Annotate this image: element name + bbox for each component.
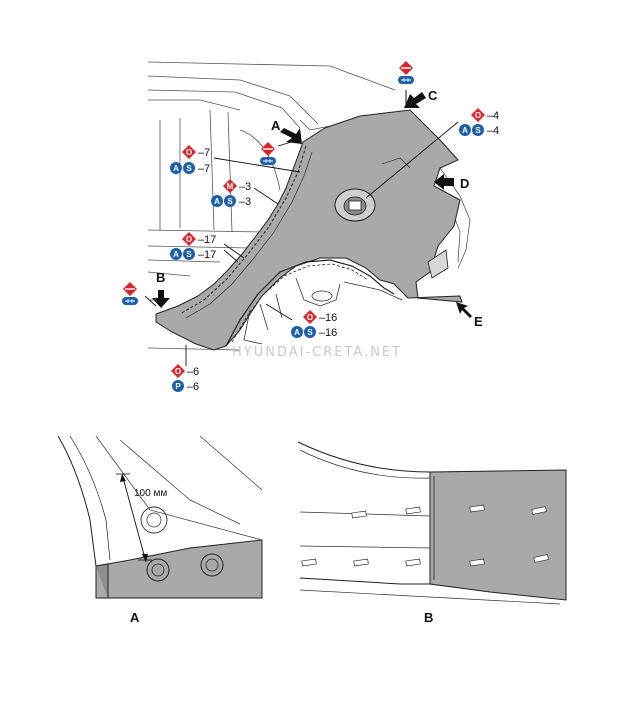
svg-text:S: S: [227, 197, 233, 206]
svg-text:–: –: [319, 312, 326, 324]
svg-text:A: A: [462, 126, 468, 135]
svg-text:O: O: [186, 148, 192, 157]
view-label-d: D: [460, 176, 469, 191]
detail-label-b: B: [424, 610, 433, 625]
callout-16: O –16 A S –16: [291, 310, 337, 339]
callout-4: O –4 A S –4: [459, 108, 499, 137]
svg-text:–: –: [239, 196, 246, 208]
leader-lines: [144, 121, 459, 366]
svg-text:–: –: [198, 249, 205, 261]
view-label-a: A: [271, 118, 281, 133]
svg-text:17: 17: [204, 249, 216, 261]
svg-text:–: –: [319, 327, 326, 339]
svg-text:17: 17: [204, 234, 216, 246]
svg-text:16: 16: [325, 312, 337, 324]
svg-text:O: O: [475, 111, 481, 120]
callout-17: O –17 A S –17: [170, 232, 216, 261]
svg-text:O: O: [186, 235, 192, 244]
svg-text:–: –: [187, 366, 194, 378]
svg-text:S: S: [186, 250, 192, 259]
quarter-panel: [155, 109, 463, 351]
svg-text:4: 4: [493, 125, 499, 137]
svg-text:–: –: [487, 125, 494, 137]
svg-text:S: S: [307, 328, 313, 337]
svg-text:–: –: [198, 234, 205, 246]
svg-text:O: O: [307, 313, 313, 322]
svg-text:–: –: [198, 147, 205, 159]
svg-text:A: A: [294, 328, 300, 337]
svg-text:–: –: [239, 181, 246, 193]
svg-text:7: 7: [204, 163, 210, 175]
svg-text:7: 7: [204, 147, 210, 159]
svg-text:A: A: [173, 250, 179, 259]
inner-structure: [243, 277, 403, 345]
fuel-door: [334, 188, 376, 222]
detail-view-a: 100 мм: [57, 435, 263, 599]
view-label-c: C: [428, 88, 438, 103]
svg-text:A: A: [173, 164, 179, 173]
svg-text:S: S: [186, 164, 192, 173]
callout-3: M –3 A S –3: [211, 179, 251, 208]
svg-text:–: –: [198, 163, 205, 175]
svg-text:–: –: [487, 110, 494, 122]
detail-label-a: A: [130, 610, 140, 625]
dimension-100mm: 100 мм: [134, 488, 167, 499]
sectioning-icon: [123, 61, 413, 296]
detail-view-b: [297, 441, 567, 605]
svg-text:O: O: [175, 367, 181, 376]
watermark: HYUNDAI-CRETA.NET: [232, 345, 402, 360]
svg-text:6: 6: [193, 366, 199, 378]
svg-text:3: 3: [245, 181, 251, 193]
svg-text:16: 16: [325, 327, 337, 339]
callout-6: O –6 P –6: [171, 364, 199, 393]
svg-text:3: 3: [245, 196, 251, 208]
svg-text:S: S: [475, 126, 481, 135]
svg-text:–: –: [187, 381, 194, 393]
callout-7: O –7 A S –7: [170, 145, 210, 175]
svg-text:M: M: [227, 182, 234, 191]
svg-text:P: P: [175, 382, 181, 391]
view-label-e: E: [474, 314, 483, 329]
svg-text:A: A: [214, 197, 220, 206]
svg-text:4: 4: [493, 110, 499, 122]
view-arrow-icon: [152, 92, 472, 318]
view-label-b: B: [156, 270, 165, 285]
cut-line-icon: [122, 76, 414, 305]
svg-text:6: 6: [193, 381, 199, 393]
